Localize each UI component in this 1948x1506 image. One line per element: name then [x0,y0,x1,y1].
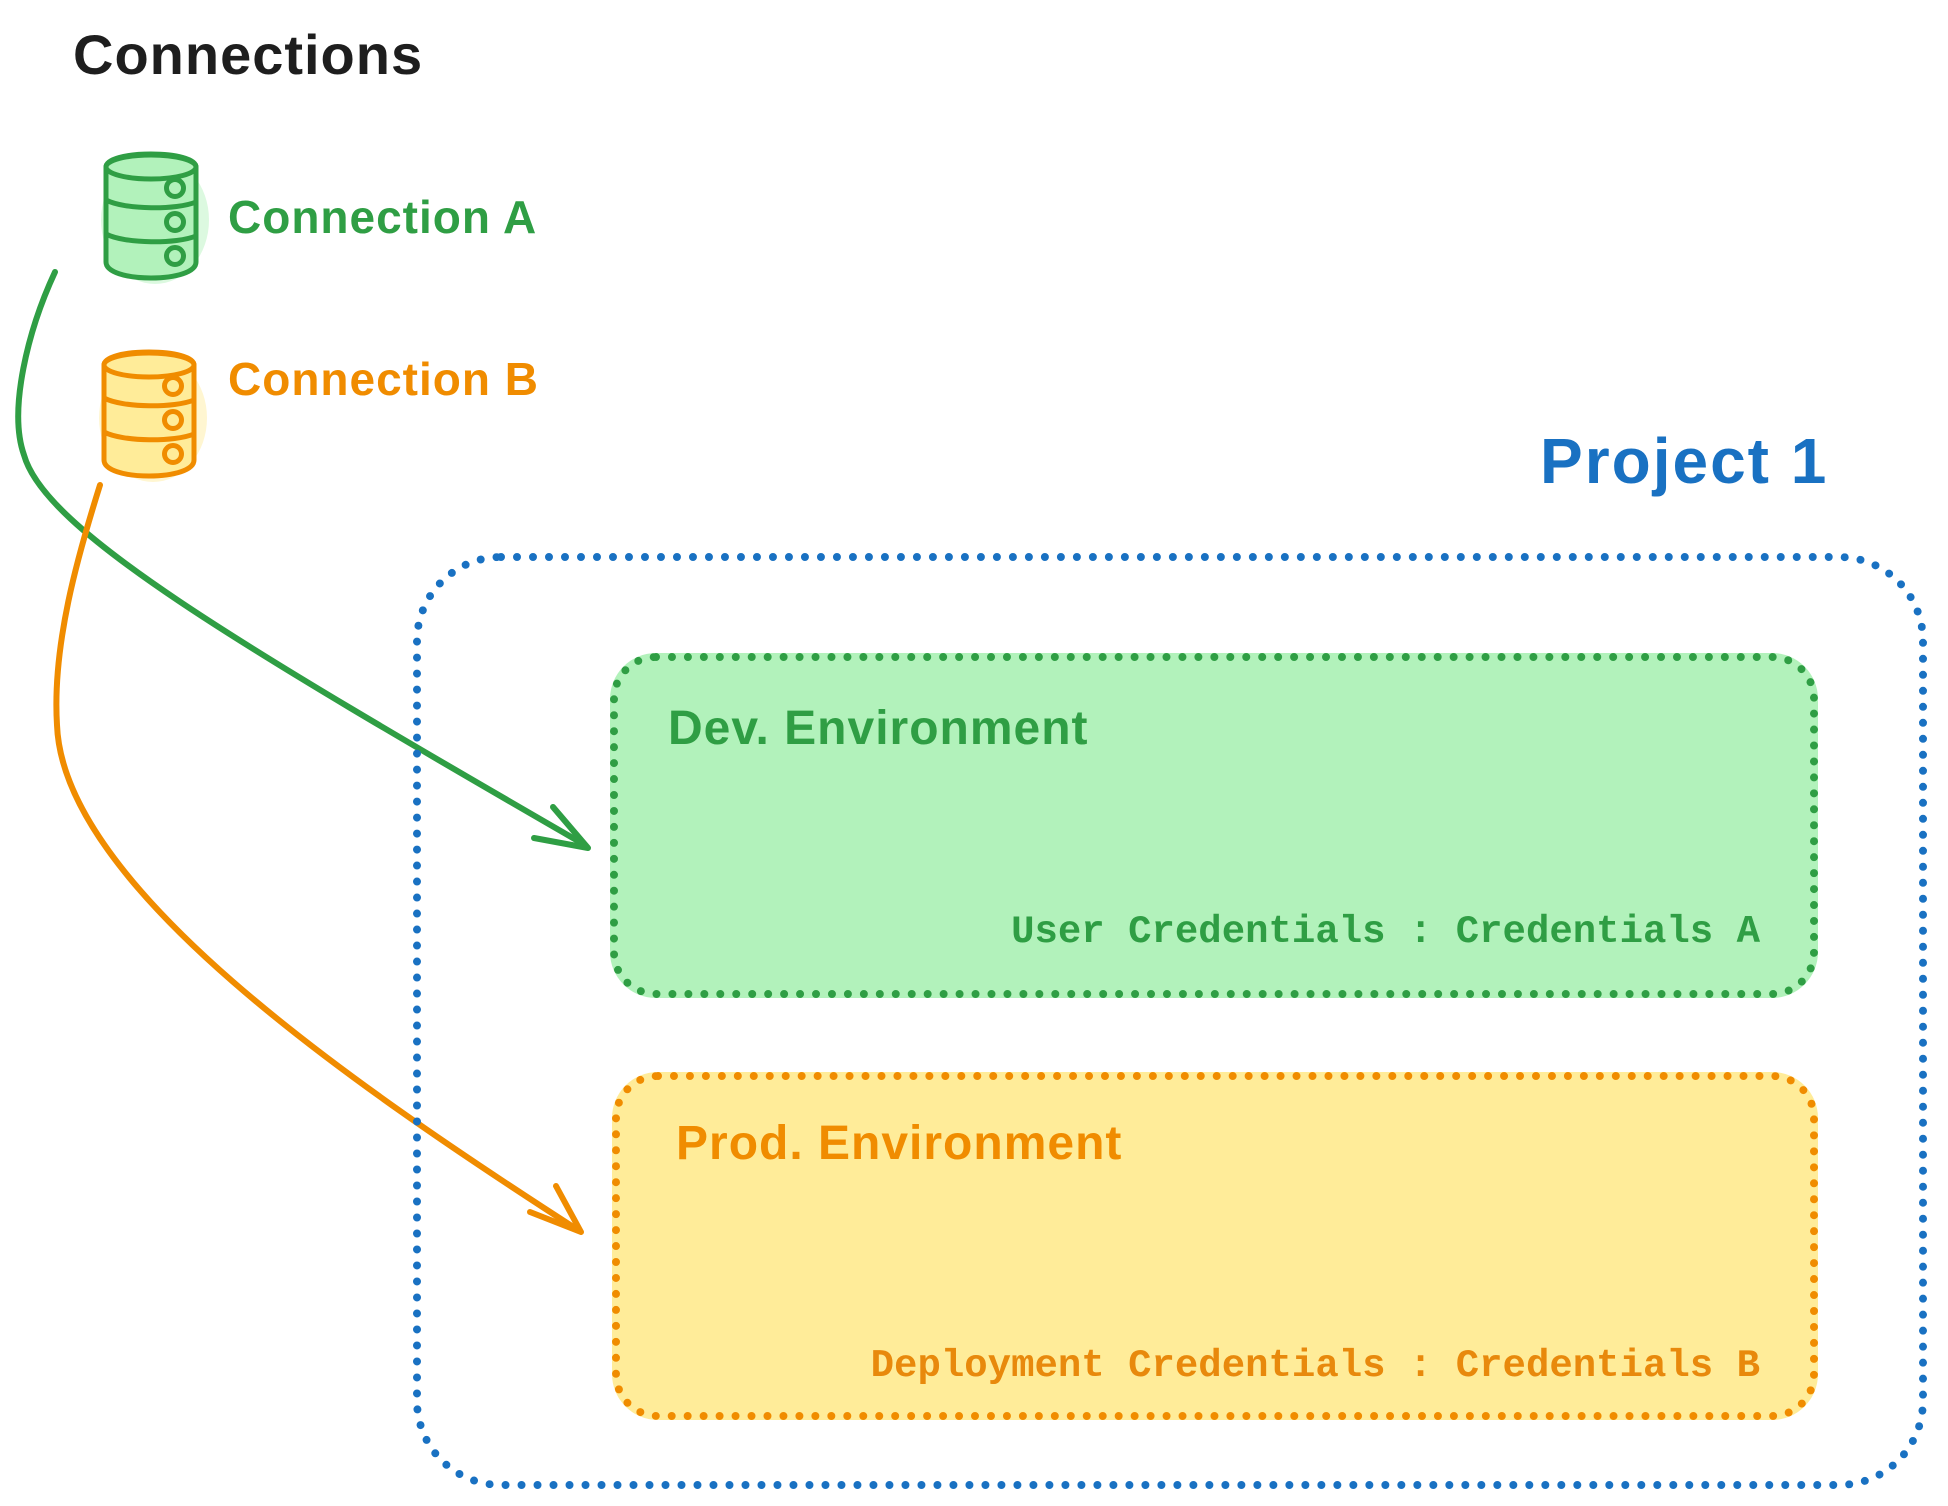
dev-environment-credentials: User Credentials : Credentials A [1011,910,1760,954]
project-1-container [413,553,1927,1489]
prod-environment-credentials: Deployment Credentials : Credentials B [870,1344,1760,1388]
database-icon [101,151,209,284]
dev-environment-box: Dev. Environment User Credentials : Cred… [610,653,1818,998]
database-icon [99,349,207,482]
connection-a-label: Connection A [228,191,538,243]
connection-b-label: Connection B [228,353,539,405]
prod-environment-box: Prod. Environment Deployment Credentials… [612,1072,1818,1420]
page-title: Connections [73,23,424,86]
project-title: Project 1 [1540,425,1829,497]
dev-environment-title: Dev. Environment [668,702,1089,755]
prod-environment-title: Prod. Environment [676,1117,1123,1170]
